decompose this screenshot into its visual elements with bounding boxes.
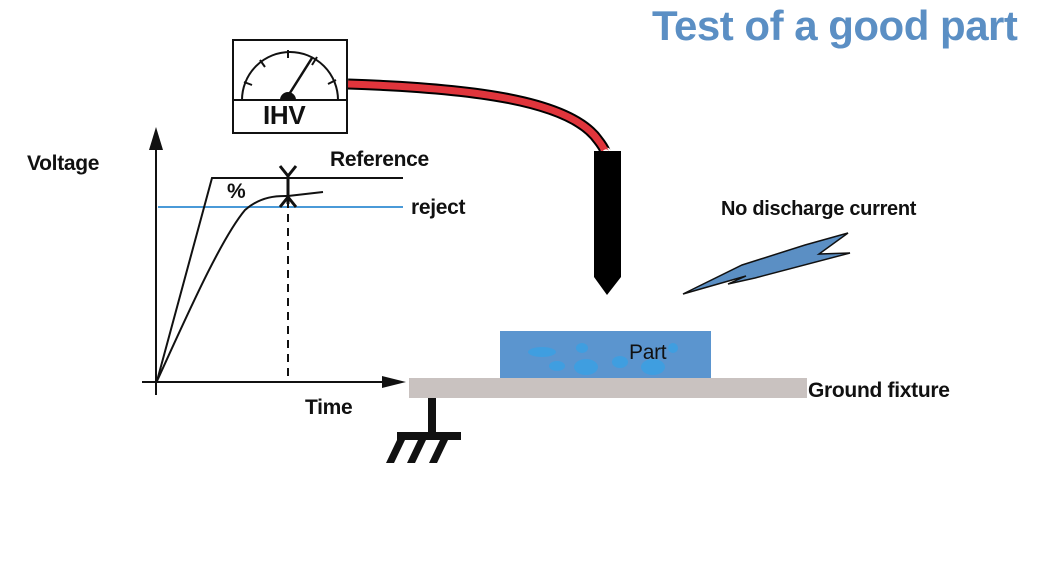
gauge-needle [286, 57, 314, 97]
reject-label: reject [411, 196, 466, 219]
ground-fixture [409, 378, 807, 398]
part-label: Part [629, 341, 667, 364]
part [500, 331, 711, 378]
gauge-dial [241, 51, 339, 101]
percent-marker [278, 165, 298, 208]
discharge-spark-icon [682, 232, 851, 295]
y-axis-label: Voltage [27, 152, 100, 175]
meter-label: IHV [263, 100, 306, 130]
ihv-meter [232, 39, 348, 134]
voltage-graph [142, 127, 406, 395]
y-axis-arrow [149, 127, 163, 150]
percent-label: % [227, 180, 246, 203]
ground-fixture-label: Ground fixture [808, 379, 950, 402]
x-axis-arrow [382, 376, 406, 388]
x-axis-label: Time [305, 396, 353, 419]
test-cable [347, 78, 612, 159]
test-probe [594, 151, 621, 295]
gauge-pivot [280, 92, 296, 100]
measured-curve [156, 191, 324, 382]
reference-curve [156, 177, 403, 382]
no-discharge-label: No discharge current [721, 198, 917, 220]
ground-symbol-icon [386, 398, 461, 463]
diagram-title: Test of a good part [652, 2, 1018, 49]
gauge-ticks [243, 50, 337, 86]
reference-label: Reference [330, 148, 429, 171]
